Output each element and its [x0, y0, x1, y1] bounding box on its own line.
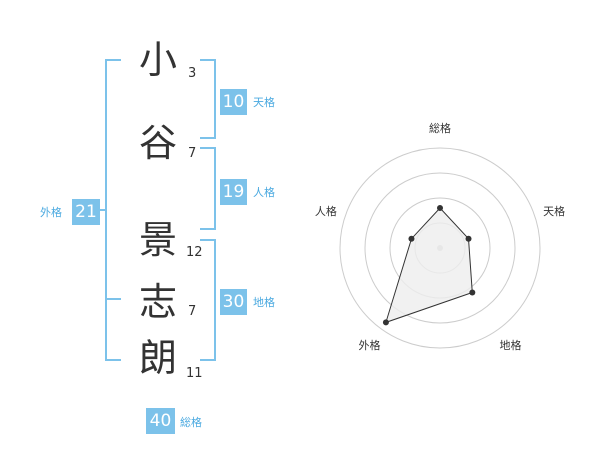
- soukaku-label: 総格: [180, 416, 202, 429]
- name-char-2: 谷: [138, 121, 177, 165]
- gaikaku-bracket: [105, 59, 121, 361]
- name-char-3: 景: [138, 218, 177, 262]
- jinkaku-label: 人格: [253, 186, 275, 199]
- jinkaku-value-badge: 19: [220, 179, 247, 205]
- radar-axis-label-3: 地格: [500, 338, 522, 352]
- radar-axis-label-4: 外格: [359, 338, 381, 352]
- name-char-1: 小: [138, 38, 177, 82]
- tenkaku-label: 天格: [253, 96, 275, 109]
- radar-point-1: [437, 205, 443, 211]
- radar-point-3: [469, 289, 476, 296]
- radar-point-2: [465, 235, 472, 242]
- radar-axis-label-5: 人格: [315, 204, 337, 218]
- soukaku-value-badge: 40: [146, 408, 175, 434]
- gaikaku-label: 外格: [40, 206, 62, 219]
- stroke-count-1: 3: [188, 66, 197, 81]
- name-char-4: 志: [138, 280, 177, 324]
- radar-point-4: [382, 319, 389, 326]
- chikaku-bracket: [200, 239, 216, 361]
- chikaku-value-badge: 30: [220, 289, 247, 315]
- radar-ring-4: [339, 147, 541, 349]
- tenkaku-value-badge: 10: [220, 89, 247, 115]
- tenkaku-bracket: [200, 59, 216, 139]
- radar-axis-label-2: 天格: [543, 204, 565, 218]
- gaikaku-bracket-split: [105, 298, 121, 300]
- stroke-count-4: 7: [188, 304, 197, 319]
- chikaku-label: 地格: [253, 296, 275, 309]
- radar-point-5: [408, 235, 415, 242]
- radar-series-polygon: [385, 207, 473, 324]
- radar-ring-3: [364, 172, 516, 324]
- radar-axis-label-1: 総格: [429, 121, 451, 135]
- name-char-5: 朗: [138, 336, 177, 380]
- gaikaku-value-badge: 21: [72, 199, 100, 225]
- stroke-count-3: 12: [186, 245, 203, 260]
- jinkaku-bracket: [200, 147, 216, 230]
- stroke-count-5: 11: [186, 366, 203, 381]
- stroke-count-2: 7: [188, 146, 197, 161]
